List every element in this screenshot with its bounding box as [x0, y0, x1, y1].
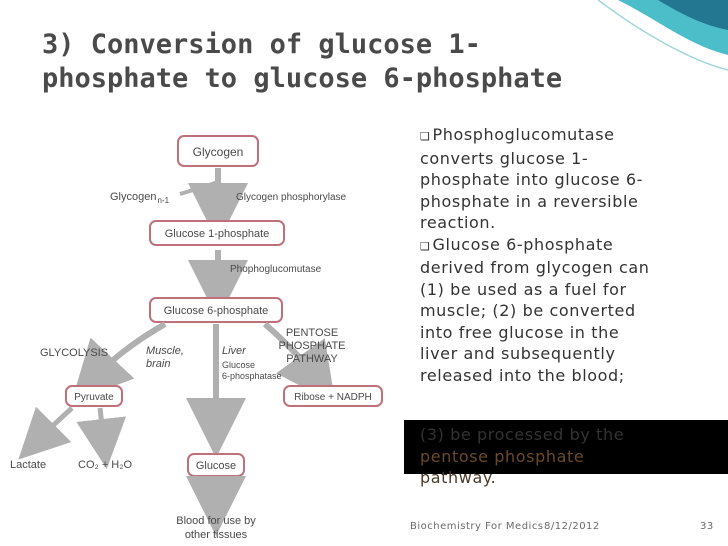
bullet-2-line-5: into free glucose in the [420, 322, 620, 342]
blood-l1: Blood for use by [176, 515, 256, 527]
pentose-l2: PHOSPHATE [278, 340, 345, 352]
glycogen-label: Glycogen [193, 145, 244, 159]
arrow-glycogen-side [179, 180, 219, 196]
arrow-to-glycolysis [71, 321, 167, 402]
pentose-l1: PENTOSE [286, 327, 338, 339]
glycogen-n1-label: Glycogenn-1 [110, 191, 170, 205]
glucose-phosphatase-l1: Glucose [222, 360, 255, 370]
bullet-1: ❑Phosphoglucomutase converts glucose 1- … [420, 124, 696, 234]
bullet-2-line-9: pentose phosphate [420, 446, 585, 466]
decorative-swoosh [598, 0, 728, 71]
bullet-2-line-6: liver and subsequently [420, 344, 616, 363]
pentose-l3: PATHWAY [286, 353, 338, 365]
arrow-to-lactate [18, 406, 74, 460]
glucose1p-label: Glucose 1-phosphate [165, 228, 270, 240]
bullet-2: ❑Glucose 6-phosphate derived from glycog… [420, 234, 696, 387]
footer-date: 8/12/2012 [544, 521, 600, 532]
brain-label: brain [146, 358, 170, 370]
bullet-2-line-10: pathway. [420, 468, 497, 487]
glucose6p-box [149, 297, 283, 323]
bullet-2-line-3: (1) be used as a fuel for [420, 279, 627, 299]
bullet-2-line-2: derived from glycogen can [420, 258, 650, 277]
title-line-2: phosphate to glucose 6-phosphate [42, 63, 563, 94]
glycogen-pathway-diagram: Glycogen Glycogenn-1 Glycogen phosphoryl… [10, 135, 383, 541]
bullet-1-line-1: Phosphoglucomutase [432, 125, 615, 144]
bullet-marker-icon: ❑ [420, 130, 431, 143]
bullet-1-line-3: phosphate into glucose 6- [420, 170, 644, 189]
arrow-to-co2 [76, 407, 127, 469]
ribose-box [283, 385, 383, 407]
lactate-label: Lactate [10, 459, 46, 471]
glycogen-phosphorylase-label: Glycogen phosphorylase [236, 192, 347, 203]
bullet-2-line-4: muscle; (2) be converted [420, 301, 636, 320]
bullet-marker-icon: ❑ [420, 239, 431, 253]
glucose1p-box [149, 220, 285, 246]
glycogen-box [177, 135, 259, 167]
liver-label: Liver [222, 345, 247, 357]
highlight-band [404, 420, 728, 474]
highlighted-text: (3) be processed by the pentose phosphat… [420, 424, 700, 489]
phosphoglucomutase-label: Phophoglucomutase [230, 264, 322, 275]
pyruvate-label: Pyruvate [74, 392, 114, 403]
bullet-list: ❑Phosphoglucomutase converts glucose 1- … [420, 124, 696, 386]
bullet-2-line-1: Glucose 6-phosphate [432, 234, 614, 254]
arrow-to-pentose [263, 321, 336, 405]
bullet-2-line-8: (3) be processed by the [420, 425, 625, 444]
glucose-label: Glucose [196, 460, 236, 472]
co2-label: CO₂ + H₂O [78, 459, 133, 471]
bullet-1-line-5: reaction. [420, 213, 496, 232]
slide-title: 3) Conversion of glucose 1- phosphate to… [42, 28, 642, 96]
ribose-label: Ribose + NADPH [294, 392, 372, 403]
glucose6p-label: Glucose 6-phosphate [164, 305, 269, 317]
title-line-1: 3) Conversion of glucose 1- [42, 29, 481, 60]
blood-l2: other tissues [185, 529, 248, 541]
pyruvate-box [65, 385, 123, 407]
glucose-phosphatase-l2: 6-phosphatase [222, 371, 282, 381]
bullet-1-line-4: phosphate in a reversible [420, 191, 639, 211]
footer-source: Biochemistry For Medics [410, 521, 544, 532]
glycolysis-label: GLYCOLYSIS [40, 347, 108, 359]
bullet-1-line-2: converts glucose 1- [420, 148, 589, 168]
bullet-2-line-7: released into the blood; [420, 365, 625, 385]
muscle-label: Muscle, [146, 345, 184, 357]
footer-page-number: 33 [700, 521, 714, 532]
